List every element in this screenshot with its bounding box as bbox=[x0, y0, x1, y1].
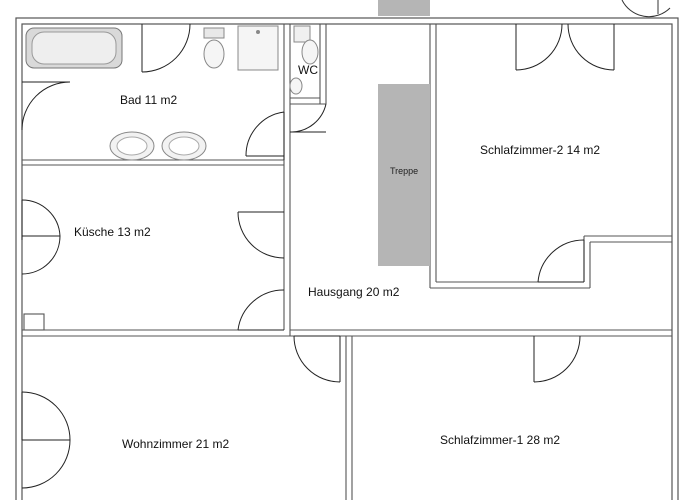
bathtub bbox=[25, 27, 123, 69]
doors bbox=[21, 23, 615, 489]
top-right-arc bbox=[621, 0, 671, 18]
washbasin-right-icon bbox=[161, 131, 207, 161]
stair bbox=[378, 84, 430, 266]
room-label-bad: Bad 11 m2 bbox=[120, 93, 177, 107]
stair-top-extension bbox=[378, 0, 430, 16]
room-label-schlafzimmer2: Schlafzimmer-2 14 m2 bbox=[480, 143, 600, 157]
room-label-hausgang: Hausgang 20 m2 bbox=[308, 285, 400, 299]
washbasin-left-icon bbox=[109, 131, 155, 161]
shower-icon bbox=[237, 25, 279, 71]
room-label-wohnzimmer: Wohnzimmer 21 m2 bbox=[122, 437, 229, 451]
room-label-schlafzimmer1: Schlafzimmer-1 28 m2 bbox=[440, 433, 560, 447]
outer-walls bbox=[15, 17, 679, 500]
interior-walls bbox=[22, 24, 672, 500]
toilet-wc-icon bbox=[289, 25, 319, 95]
room-label-wc: WC bbox=[298, 63, 318, 77]
room-label-kueche: Küsche 13 m2 bbox=[74, 225, 151, 239]
toilet-bad-icon bbox=[203, 27, 225, 69]
stair-label: Treppe bbox=[390, 166, 418, 176]
